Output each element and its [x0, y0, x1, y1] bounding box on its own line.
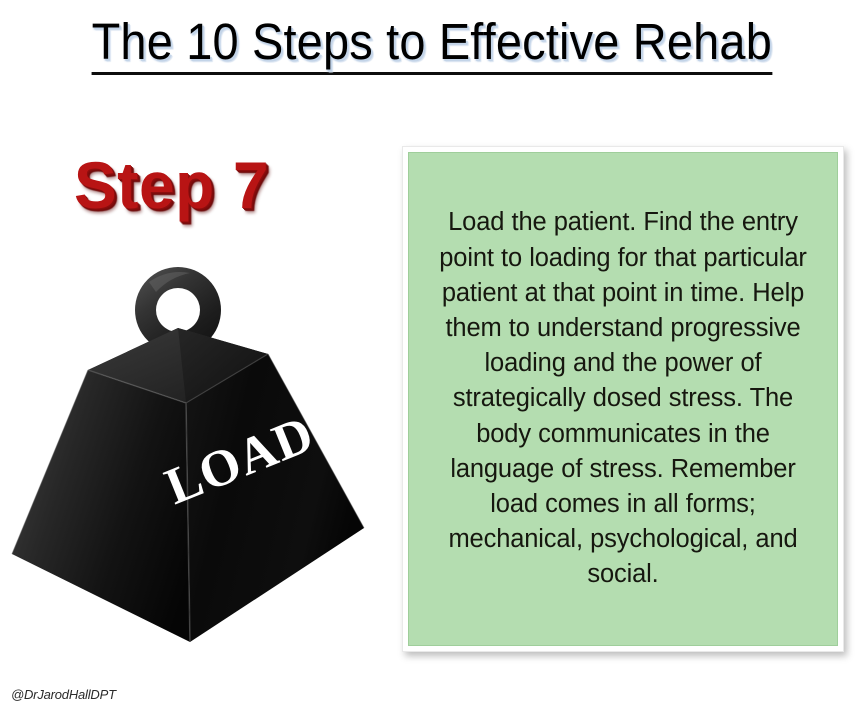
weight-right-face [186, 354, 364, 642]
page-title-text: The 10 Steps to Effective Rehab [91, 14, 773, 76]
weight-illustration-svg: LOAD [11, 267, 365, 643]
weight-top-face [88, 328, 268, 403]
weight-edge-highlights [11, 353, 365, 643]
description-card-inner: Load the patient. Find the entry point t… [408, 152, 838, 646]
weight-illustration: LOAD [0, 250, 390, 650]
weight-left-face [12, 370, 190, 642]
description-text: Load the patient. Find the entry point t… [439, 208, 807, 589]
description-card: Load the patient. Find the entry point t… [402, 146, 844, 652]
weight-ring-handle [135, 267, 221, 360]
author-watermark: @DrJarodHallDPT [11, 687, 116, 702]
page-title: The 10 Steps to Effective Rehab [0, 14, 864, 76]
step-label: Step 7 [74, 148, 270, 222]
